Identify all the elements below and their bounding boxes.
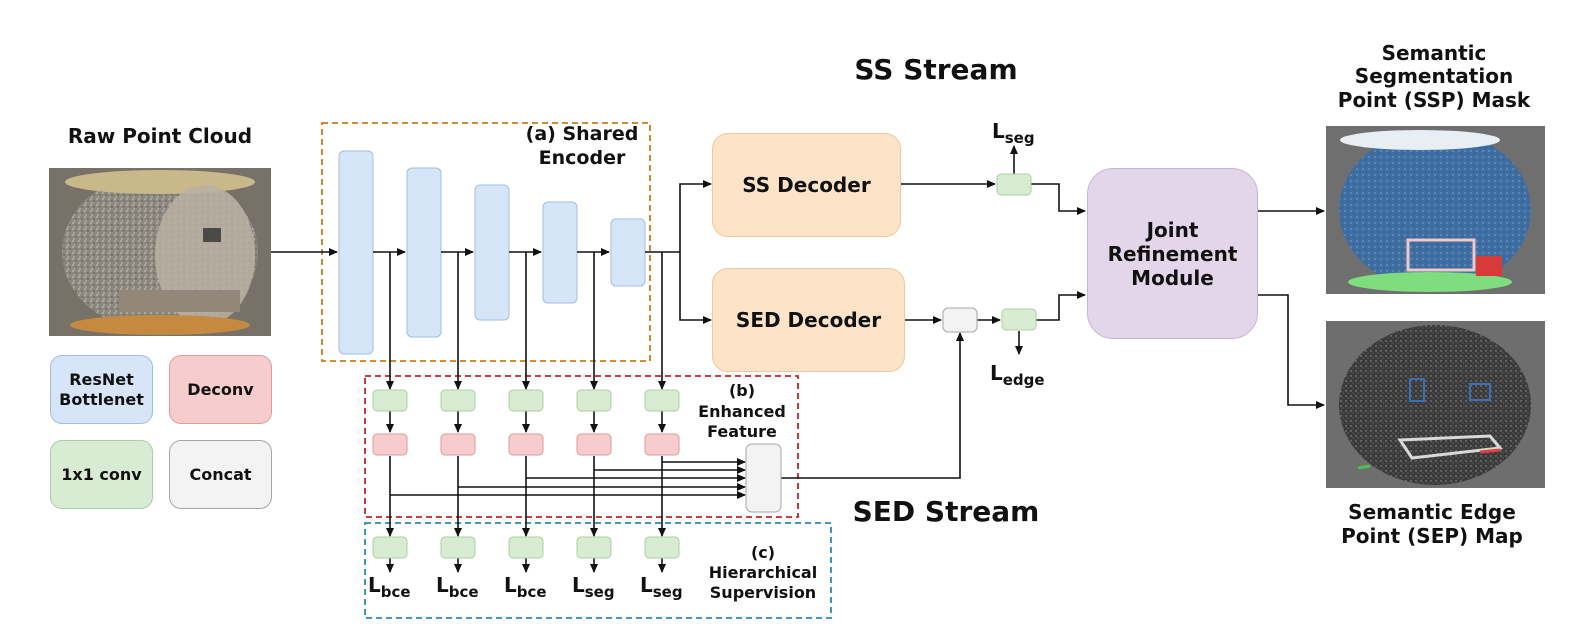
raw-point-cloud-image [49, 168, 271, 336]
loss-bottom-2: Lbce [436, 573, 479, 601]
legend-resnet-line-1: ResNet [69, 370, 134, 390]
legend-deconv: Deconv [169, 355, 272, 424]
legend-conv1x1: 1x1 conv [50, 440, 153, 509]
loss-bottom-5: Lseg [640, 573, 683, 601]
joint-refinement-line-3: Module [1131, 265, 1214, 290]
ss-decoder: SS Decoder [712, 133, 901, 237]
enhanced-feature-label-3: Feature [707, 422, 777, 441]
encoder-block-4 [542, 201, 578, 304]
supervision-conv-2 [440, 536, 476, 559]
enhanced-deconv-3 [508, 433, 544, 456]
ssp-mask-title-1: Semantic [1382, 41, 1487, 65]
ssp-mask-image [1326, 126, 1545, 294]
loss-bottom-4: Lseg [572, 573, 615, 601]
sep-map-title-2: Point (SEP) Map [1341, 524, 1523, 548]
hierarchical-supervision-label-3: Supervision [710, 583, 816, 602]
supervision-conv-5 [644, 536, 680, 559]
loss-edge-main: Ledge [990, 361, 1045, 389]
sep-map-image [1326, 321, 1545, 488]
enhanced-conv-2 [440, 389, 476, 412]
encoder-block-5 [610, 218, 646, 287]
legend-resnet: ResNet Bottlenet [50, 355, 153, 424]
enhanced-feature-label-1: (b) [729, 381, 755, 400]
enhanced-conv-5 [644, 389, 680, 412]
enhanced-concat-block [745, 443, 782, 513]
loss-seg-main: Lseg [992, 119, 1035, 147]
ss-stream-title: SS Stream [854, 53, 1017, 86]
supervision-conv-4 [576, 536, 612, 559]
legend-concat: Concat [169, 440, 272, 509]
shared-encoder-box [321, 122, 651, 362]
enhanced-deconv-5 [644, 433, 680, 456]
sed-decoder: SED Decoder [712, 268, 905, 372]
enhanced-deconv-4 [576, 433, 612, 456]
joint-refinement-line-1: Joint [1146, 217, 1199, 242]
enhanced-feature-label-2: Enhanced [698, 402, 786, 421]
joint-refinement-line-2: Refinement [1107, 241, 1238, 266]
ss-conv-block [996, 173, 1032, 196]
raw-point-cloud-title: Raw Point Cloud [68, 124, 252, 148]
supervision-conv-1 [372, 536, 408, 559]
sed-stream-title: SED Stream [853, 495, 1040, 528]
sed-conv-block [1001, 308, 1037, 331]
hierarchical-supervision-label-1: (c) [751, 543, 775, 562]
ssp-mask-title-3: Point (SSP) Mask [1338, 88, 1531, 112]
encoder-block-2 [406, 167, 442, 338]
supervision-conv-row [372, 536, 680, 559]
sep-map-title-1: Semantic Edge [1348, 500, 1516, 524]
sed-concat-block [942, 307, 978, 333]
enhanced-conv-4 [576, 389, 612, 412]
joint-refinement-module: Joint Refinement Module [1087, 168, 1258, 339]
encoder-block-3 [474, 184, 510, 321]
supervision-conv-3 [508, 536, 544, 559]
enhanced-deconv-row [372, 433, 680, 456]
enhanced-conv-1 [372, 389, 408, 412]
enhanced-deconv-1 [372, 433, 408, 456]
shared-encoder-label-2: Encoder [539, 147, 626, 169]
enhanced-deconv-2 [440, 433, 476, 456]
hierarchical-supervision-box [364, 522, 832, 619]
encoder-block-1 [338, 150, 374, 355]
legend-resnet-line-2: Bottlenet [59, 389, 144, 409]
ssp-mask-title-2: Segmentation [1355, 64, 1513, 88]
enhanced-conv-3 [508, 389, 544, 412]
enhanced-conv-row [372, 389, 680, 412]
hierarchical-supervision-label-2: Hierarchical [709, 563, 817, 582]
loss-bottom-1: Lbce [368, 573, 411, 601]
shared-encoder-label-1: (a) Shared [526, 123, 639, 145]
loss-bottom-3: Lbce [504, 573, 547, 601]
enhanced-feature-box [364, 375, 799, 518]
